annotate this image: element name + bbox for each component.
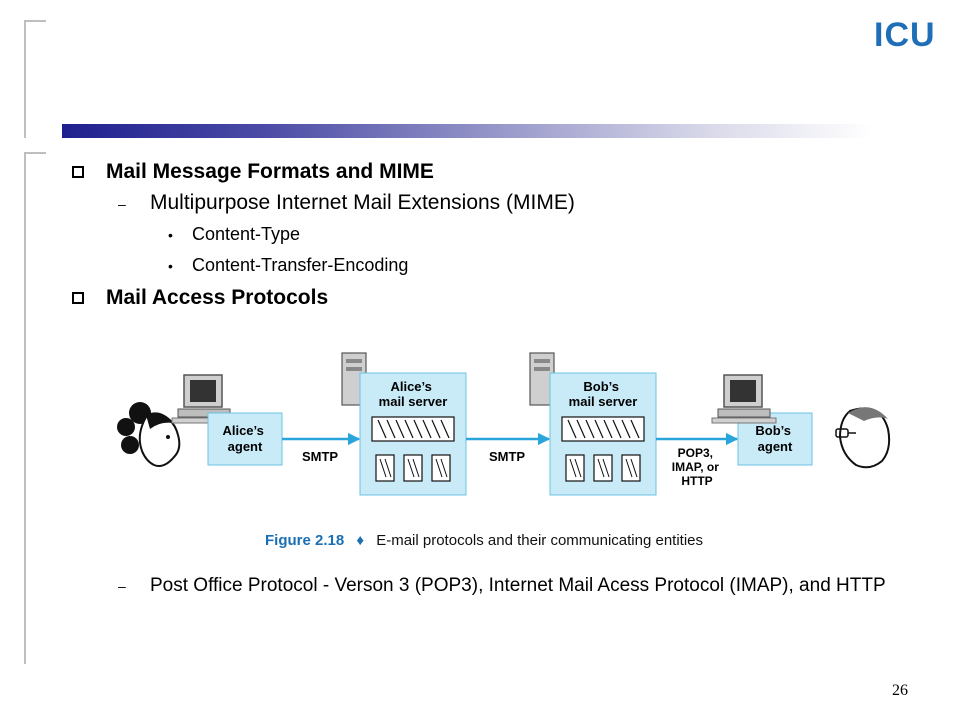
slide-outline: Mail Message Formats and MIME – Multipur… <box>72 160 922 316</box>
mailbox-icon <box>621 454 641 482</box>
bob-message-queue-icon <box>561 416 645 442</box>
bob-mail-server-label: Bob’s mail server <box>569 379 638 409</box>
alice-agent-box <box>207 412 283 466</box>
queued-message-mark <box>567 419 577 439</box>
queued-message-mark <box>377 419 387 439</box>
smtp-label-1: SMTP <box>302 449 338 464</box>
mailbox-icon <box>431 454 451 482</box>
dot-bullet-icon: • <box>168 226 173 243</box>
alice-person-icon <box>117 402 181 467</box>
subsubbullet-content-type: • Content-Type <box>168 224 922 245</box>
subbullet-text: Post Office Protocol - Verson 3 (POP3), … <box>150 575 886 596</box>
queued-message-mark <box>594 419 604 439</box>
queued-message-mark <box>440 419 450 439</box>
subbullet-text: Multipurpose Internet Mail Extensions (M… <box>150 191 575 214</box>
mailbox-message-mark <box>625 458 638 478</box>
queued-message-mark <box>413 419 423 439</box>
bullet-mail-formats: Mail Message Formats and MIME <box>72 160 922 184</box>
queued-message-mark <box>422 419 432 439</box>
subbullet-mime: – Multipurpose Internet Mail Extensions … <box>118 190 922 216</box>
alice-message-queue-icon <box>371 416 455 442</box>
email-protocols-figure: Alice’s agent Alice’s mail server Bob’s … <box>117 352 891 549</box>
title-gradient-bar <box>62 124 872 138</box>
mailbox-icon <box>403 454 423 482</box>
smtp-label-2: SMTP <box>489 449 525 464</box>
queued-message-mark <box>386 419 396 439</box>
queued-message-mark <box>431 419 441 439</box>
queued-message-mark <box>612 419 622 439</box>
alice-mailboxes-icon <box>375 454 451 482</box>
figure-caption-text: E-mail protocols and their communicating… <box>376 532 703 549</box>
mailbox-icon <box>565 454 585 482</box>
mailbox-message-mark <box>569 458 582 478</box>
bob-person-icon <box>835 407 891 469</box>
mailbox-message-mark <box>407 458 420 478</box>
queued-message-mark <box>404 419 414 439</box>
queued-message-mark <box>395 419 405 439</box>
queued-message-mark <box>603 419 613 439</box>
queued-message-mark <box>585 419 595 439</box>
mailbox-message-mark <box>379 458 392 478</box>
queued-message-mark <box>621 419 631 439</box>
alice-mail-server-label: Alice’s mail server <box>379 379 448 409</box>
bob-agent-label: Bob’s agent <box>755 423 794 454</box>
figure-caption: Figure 2.18 ♦ E-mail protocols and their… <box>265 532 703 549</box>
subsubbullet-text: Content-Type <box>192 224 301 244</box>
queued-message-mark <box>576 419 586 439</box>
bob-mailboxes-icon <box>565 454 641 482</box>
alice-agent-label: Alice’s agent <box>222 423 267 454</box>
bullet-text: Mail Message Formats and MIME <box>106 160 434 183</box>
subsubbullet-transfer-encoding: • Content-Transfer-Encoding <box>168 255 922 276</box>
figure-caption-label: Figure 2.18 <box>265 532 344 549</box>
bob-computer-icon <box>711 374 777 424</box>
subsubbullet-text: Content-Transfer-Encoding <box>192 255 409 275</box>
icu-logo: ICU <box>874 16 936 54</box>
square-bullet-icon <box>72 166 84 178</box>
mailbox-message-mark <box>597 458 610 478</box>
left-decor-bar-top <box>24 20 46 138</box>
dash-bullet-icon: – <box>118 196 126 212</box>
figure-caption-sep: ♦ <box>356 532 364 549</box>
page-number: 26 <box>892 682 908 699</box>
mailbox-icon <box>593 454 613 482</box>
mailbox-icon <box>375 454 395 482</box>
dash-bullet-icon: – <box>118 578 126 594</box>
bullet-text: Mail Access Protocols <box>106 286 329 309</box>
subbullet-access-protocols: – Post Office Protocol - Verson 3 (POP3)… <box>118 574 918 598</box>
access-protocols-label: POP3, IMAP, or HTTP <box>672 446 722 488</box>
mailbox-message-mark <box>435 458 448 478</box>
left-decor-bar-bottom <box>24 152 46 664</box>
square-bullet-icon <box>72 292 84 304</box>
bullet-mail-access: Mail Access Protocols <box>72 286 922 310</box>
dot-bullet-icon: • <box>168 257 173 274</box>
queued-message-mark <box>630 419 640 439</box>
